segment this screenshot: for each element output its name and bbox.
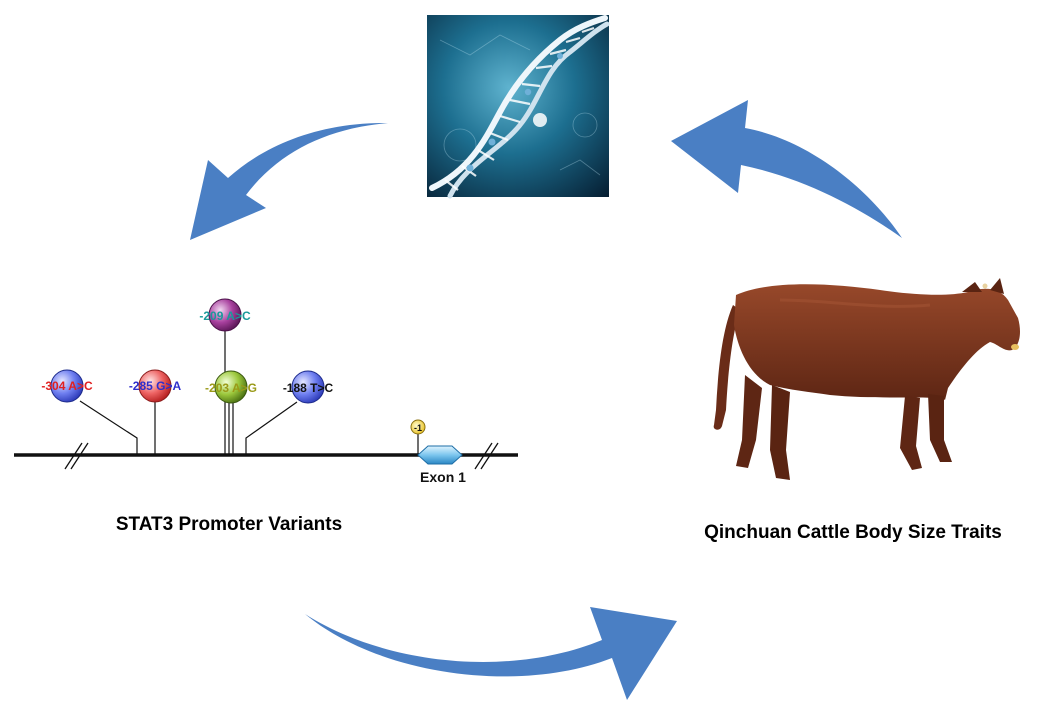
exon-label: Exon 1	[420, 469, 466, 485]
arrow-to-dna	[671, 100, 902, 238]
variant-label-3: -209 A>C	[199, 309, 251, 323]
exon-shape	[417, 445, 463, 465]
variant-stem-1	[79, 400, 138, 455]
variant-ball-1	[50, 369, 84, 403]
variant-label-2: -285 G>A	[129, 379, 182, 393]
promoter-schematic: -304 A>C -285 G>A -209 A>C -203 A>G -188…	[14, 298, 518, 485]
variant-ball-4	[214, 370, 248, 404]
variant-ball-2	[138, 369, 172, 403]
promoter-title: STAT3 Promoter Variants	[116, 514, 342, 535]
arrow-to-promoter	[190, 122, 388, 240]
cow-image	[713, 278, 1020, 480]
variant-stem-5	[245, 401, 298, 455]
arrow-to-cattle	[305, 607, 677, 700]
variant-label-1: -304 A>C	[41, 379, 93, 393]
tss-marker	[410, 419, 426, 435]
dna-helix-image	[427, 15, 610, 199]
variant-label-5: -188 T>C	[283, 381, 334, 395]
tss-label: -1	[414, 423, 422, 433]
variant-ball-3	[208, 298, 242, 332]
traits-title: Qinchuan Cattle Body Size Traits	[704, 522, 1002, 543]
variant-ball-5	[291, 370, 325, 404]
break-mark-right	[474, 442, 499, 470]
break-mark-left	[64, 442, 89, 470]
variant-label-4: -203 A>G	[205, 381, 257, 395]
